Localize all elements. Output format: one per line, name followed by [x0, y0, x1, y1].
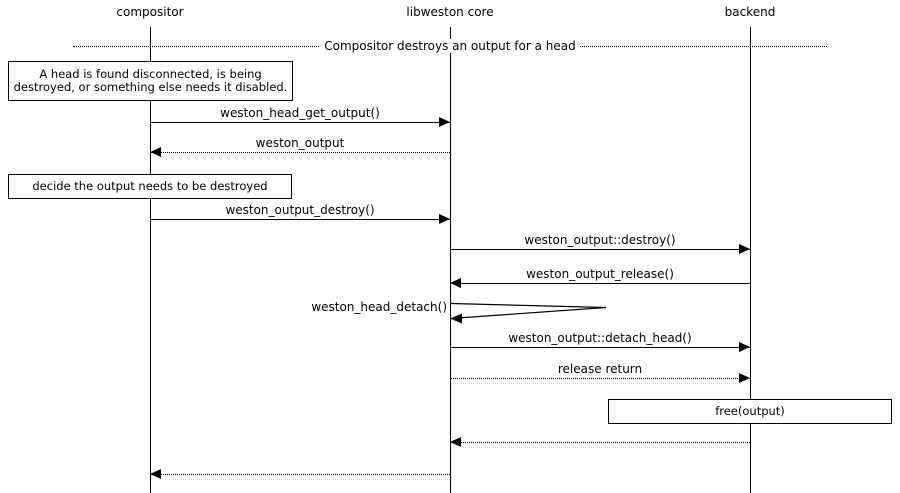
- arrow-head-left-icon: [150, 469, 161, 479]
- lifeline-libweston-core: [450, 27, 451, 493]
- note-decide-destroy: decide the output needs to be destroyed: [8, 174, 292, 199]
- arrow-head-right-icon: [439, 117, 450, 127]
- self-message-weston-head-detach: [450, 296, 610, 324]
- message-label-weston-output-destroy: weston_output_destroy(): [225, 203, 375, 217]
- message-label-release-return: release return: [557, 362, 643, 376]
- message-line-weston-output-release: [450, 283, 750, 284]
- arrow-head-right-icon: [439, 214, 450, 224]
- arrow-head-left-icon: [150, 147, 161, 157]
- message-line-weston-output-detach-head: [450, 347, 750, 348]
- note-free-output: free(output): [608, 399, 892, 424]
- message-line-weston-head-get-output: [150, 122, 450, 123]
- message-line-release-return: [450, 378, 750, 379]
- actor-label-backend: backend: [724, 5, 776, 19]
- arrow-head-right-icon: [739, 373, 750, 383]
- actor-label-libweston-core: libweston core: [406, 5, 494, 19]
- arrow-head-left-icon: [450, 278, 461, 288]
- phase-separator-label: Compositor destroys an output for a head: [320, 39, 580, 53]
- message-label-weston-output-release: weston_output_release(): [526, 267, 674, 281]
- message-line-backend-return: [450, 442, 750, 443]
- lifeline-backend: [750, 27, 751, 493]
- actor-label-compositor: compositor: [116, 5, 184, 19]
- message-label-weston-output-destroy-vfunc: weston_output::destroy(): [524, 233, 676, 247]
- lifeline-compositor: [150, 27, 151, 493]
- arrow-head-right-icon: [739, 244, 750, 254]
- message-label-weston-head-get-output: weston_head_get_output(): [220, 106, 380, 120]
- message-line-weston-output-destroy: [150, 219, 450, 220]
- arrow-head-left-icon: [450, 437, 461, 447]
- arrow-head-right-icon: [739, 342, 750, 352]
- message-line-core-return: [150, 474, 450, 475]
- message-label-weston-output-return: weston_output: [255, 136, 345, 150]
- message-label-weston-head-detach: weston_head_detach(): [311, 300, 447, 314]
- message-line-weston-output-destroy-vfunc: [450, 249, 750, 250]
- message-line-weston-output-return: [150, 152, 450, 153]
- message-label-weston-output-detach-head: weston_output::detach_head(): [508, 331, 692, 345]
- note-head-disconnected: A head is found disconnected, is being d…: [8, 61, 293, 101]
